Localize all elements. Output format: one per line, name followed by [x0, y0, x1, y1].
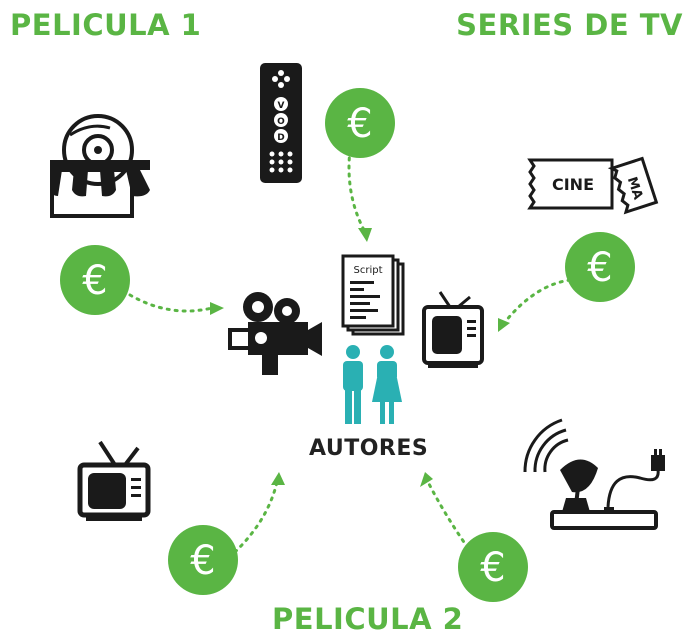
- arrow-store-to-camera: [128, 293, 214, 313]
- arrow-cinema-to-tv: [503, 278, 572, 324]
- tv-icon: [77, 440, 151, 521]
- euro-symbol: €: [190, 538, 215, 584]
- euro-symbol: €: [480, 545, 505, 591]
- ticket-label: MA: [624, 175, 645, 202]
- euro-symbol: €: [587, 245, 612, 291]
- euro-symbol: €: [347, 101, 372, 147]
- cinema-ticket-icon: CINE MA: [527, 156, 659, 215]
- euro-coin: €: [325, 88, 395, 158]
- arrowhead-cinema: [498, 318, 510, 332]
- ticket-label: CINE: [552, 175, 594, 194]
- arrow-vod-to-script: [347, 148, 367, 234]
- remote-letter: D: [277, 133, 284, 143]
- autores-label: AUTORES: [309, 436, 429, 461]
- euro-coin: €: [60, 245, 130, 315]
- heading-pelicula-1: PELICULA 1: [10, 8, 202, 42]
- euro-coin: €: [458, 532, 528, 602]
- heading-series-de-tv: SERIES DE TV: [456, 8, 683, 42]
- euro-coin: €: [565, 232, 635, 302]
- authors-people-icon: [343, 345, 402, 424]
- heading-pelicula-2: PELICULA 2: [272, 602, 464, 636]
- storefront-disc-icon: [50, 114, 150, 218]
- money-flow-arrows: [128, 148, 572, 554]
- euro-symbol: €: [82, 258, 107, 304]
- movie-camera-icon: [228, 292, 322, 375]
- arrow-tv-to-autores: [233, 480, 279, 554]
- arrowhead-tv: [271, 472, 285, 485]
- script-pages-icon: Script: [341, 254, 405, 336]
- remote-control-icon: V O D: [260, 63, 302, 183]
- arrowhead-vod: [358, 228, 372, 242]
- satellite-dish-icon: [523, 418, 665, 530]
- tv-icon: [422, 291, 484, 368]
- arrowhead-satellite: [420, 472, 433, 487]
- arrow-satellite-to-autores: [426, 480, 470, 550]
- remote-letter: V: [278, 101, 285, 111]
- euro-coin: €: [168, 525, 238, 595]
- arrowhead-store: [210, 302, 224, 315]
- remote-letter: O: [277, 117, 285, 127]
- script-label: Script: [353, 265, 382, 276]
